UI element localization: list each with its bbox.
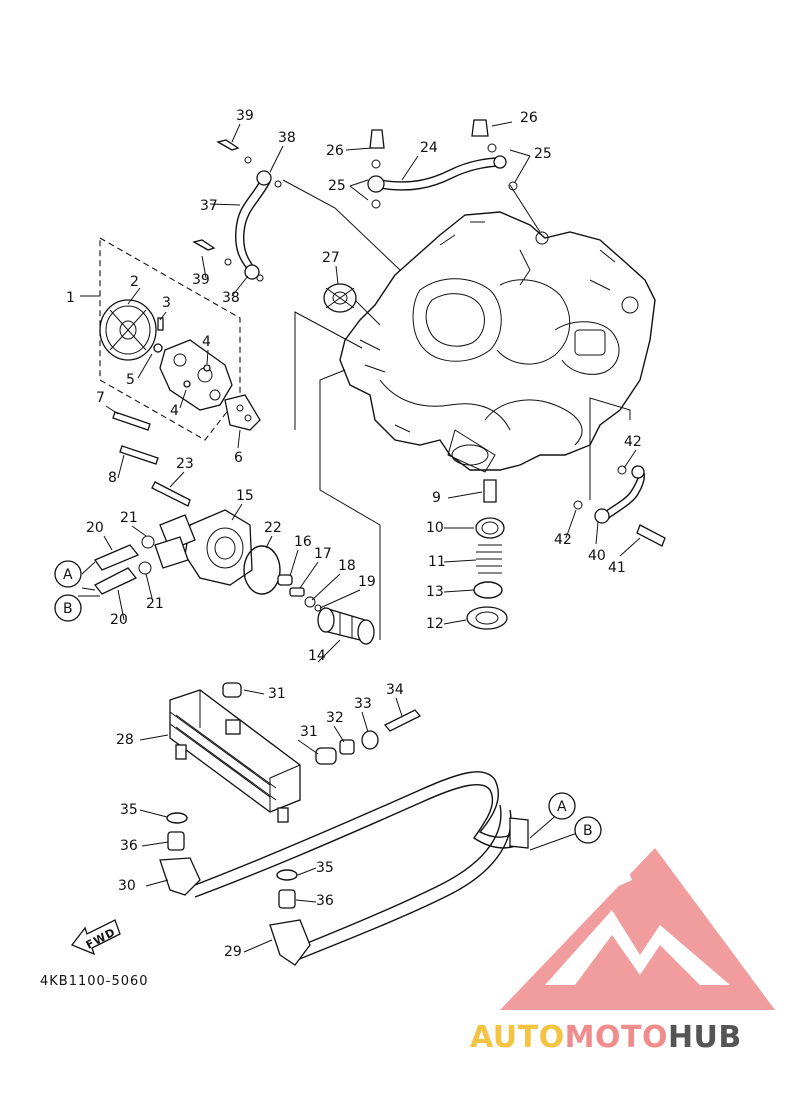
part-label-38b: 38 bbox=[222, 290, 240, 306]
part-label-20b: 20 bbox=[110, 612, 128, 628]
filter-housing-15 bbox=[151, 481, 253, 586]
part-label-2: 2 bbox=[130, 274, 139, 290]
part-label-3: 3 bbox=[162, 295, 171, 311]
part-label-24: 24 bbox=[420, 140, 438, 156]
oil-filter-14 bbox=[317, 607, 375, 645]
part-leaders bbox=[103, 121, 641, 953]
part-label-16: 16 bbox=[294, 534, 312, 550]
part-label-8: 8 bbox=[108, 470, 117, 486]
part-label-19: 19 bbox=[358, 574, 376, 590]
part-label-32: 32 bbox=[326, 710, 344, 726]
part-label-39b: 39 bbox=[192, 272, 210, 288]
part-label-26a: 26 bbox=[326, 143, 344, 159]
strainer-parts bbox=[466, 479, 508, 630]
part-label-34: 34 bbox=[386, 682, 404, 698]
part-number-labels: 1 2 3 4 4 5 6 7 8 9 10 11 12 13 14 15 16… bbox=[66, 108, 642, 960]
part-label-4b: 4 bbox=[170, 403, 179, 419]
part-label-14: 14 bbox=[308, 648, 326, 664]
part-label-42b: 42 bbox=[554, 532, 572, 548]
part-label-15: 15 bbox=[236, 488, 254, 504]
part-label-41: 41 bbox=[608, 560, 626, 576]
watermark-hub: HUB bbox=[667, 1020, 742, 1055]
part-label-31b: 31 bbox=[300, 724, 318, 740]
catalog-code: 4KB1100-5060 bbox=[40, 974, 149, 989]
connector-a-right: A bbox=[548, 792, 576, 820]
part-label-5: 5 bbox=[126, 372, 135, 388]
part-label-25b: 25 bbox=[534, 146, 552, 162]
watermark-moto: MOTO bbox=[564, 1020, 668, 1055]
part-label-17: 17 bbox=[314, 546, 332, 562]
part-label-42a: 42 bbox=[624, 434, 642, 450]
part-label-22: 22 bbox=[264, 520, 282, 536]
part-label-21b: 21 bbox=[146, 596, 164, 612]
gear-27 bbox=[323, 283, 357, 313]
part-label-13: 13 bbox=[426, 584, 444, 600]
cooler-mount-parts bbox=[222, 682, 422, 765]
svg-text:B: B bbox=[583, 823, 593, 839]
part-label-35a: 35 bbox=[120, 802, 138, 818]
cooler-hoses bbox=[159, 771, 529, 966]
part-label-29: 29 bbox=[224, 944, 242, 960]
part-label-35b: 35 bbox=[316, 860, 334, 876]
svg-text:A: A bbox=[557, 799, 567, 815]
part-label-26b: 26 bbox=[520, 110, 538, 126]
pump-pins bbox=[112, 317, 211, 465]
pipe-40-group bbox=[573, 465, 666, 547]
oil-pipe-37 bbox=[192, 139, 282, 282]
part-label-37: 37 bbox=[200, 198, 218, 214]
fwd-arrow-icon bbox=[70, 919, 121, 956]
watermark-text: AUTOMOTOHUB bbox=[470, 1020, 742, 1055]
part-label-21a: 21 bbox=[120, 510, 138, 526]
part-label-36b: 36 bbox=[316, 893, 334, 909]
part-label-4a: 4 bbox=[202, 334, 211, 350]
part-label-31a: 31 bbox=[268, 686, 286, 702]
part-label-9: 9 bbox=[432, 490, 441, 506]
watermark-auto: AUTO bbox=[470, 1020, 565, 1055]
part-label-40: 40 bbox=[588, 548, 606, 564]
crankcase bbox=[339, 211, 656, 473]
fittings-20 bbox=[94, 535, 155, 595]
part-label-30: 30 bbox=[118, 878, 136, 894]
connector-a-left: A bbox=[54, 560, 82, 588]
watermark-logo-icon bbox=[500, 848, 775, 1010]
o-ring-22 bbox=[243, 545, 281, 595]
svg-text:A: A bbox=[63, 567, 73, 583]
part-label-38a: 38 bbox=[278, 130, 296, 146]
part-label-33: 33 bbox=[354, 696, 372, 712]
part-label-23: 23 bbox=[176, 456, 194, 472]
part-label-36a: 36 bbox=[120, 838, 138, 854]
cooler-seals bbox=[166, 812, 298, 909]
part-label-7: 7 bbox=[96, 390, 105, 406]
oil-pump-body bbox=[159, 339, 261, 431]
part-label-20a: 20 bbox=[86, 520, 104, 536]
connector-b-right: B bbox=[574, 816, 602, 844]
part-label-6: 6 bbox=[234, 450, 243, 466]
part-label-39a: 39 bbox=[236, 108, 254, 124]
svg-text:B: B bbox=[63, 601, 73, 617]
oil-pipe-24 bbox=[367, 119, 518, 209]
part-label-28: 28 bbox=[116, 732, 134, 748]
part-label-27: 27 bbox=[322, 250, 340, 266]
part-label-1: 1 bbox=[66, 290, 75, 306]
oil-pump-group-box bbox=[80, 237, 241, 441]
part-label-11: 11 bbox=[428, 554, 446, 570]
part-label-18: 18 bbox=[338, 558, 356, 574]
filter-small-parts bbox=[277, 574, 322, 612]
part-label-10: 10 bbox=[426, 520, 444, 536]
oil-pump-gear bbox=[99, 299, 157, 361]
part-label-12: 12 bbox=[426, 616, 444, 632]
part-label-25a: 25 bbox=[328, 178, 346, 194]
oil-cooler-28 bbox=[169, 689, 301, 823]
connector-b-left: B bbox=[54, 594, 82, 622]
